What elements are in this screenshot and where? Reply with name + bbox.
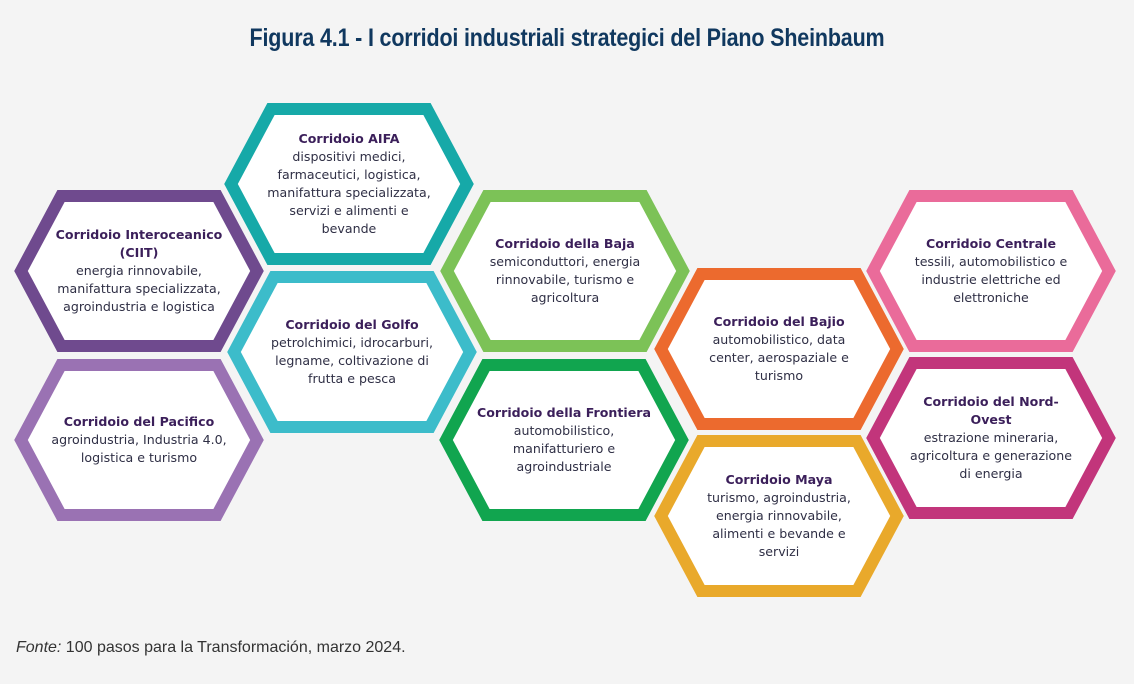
hex-shape [866,190,1116,352]
hex-title: Corridoio Maya [725,472,833,487]
hex-description: automobilistico, manifatturiero e agroin… [512,423,616,474]
hex-description: semiconduttori, energia rinnovabile, tur… [489,254,641,305]
hex-corridor-aifa: Corridoio AIFA dispositivi medici, farma… [224,103,474,265]
hex-corridor-nordovest: Corridoio del Nord-Ovest estrazione mine… [866,357,1116,519]
hex-description: tessili, automobilistico e industrie ele… [914,254,1068,305]
hex-corridor-pacifico: Corridoio del Pacifico agroindustria, In… [14,359,264,521]
hex-description: automobilistico, data center, aerospazia… [709,332,849,383]
hex-shape [227,271,477,433]
hex-title: Corridoio della Baja [495,236,635,251]
hex-title: Corridoio del Pacifico [63,414,215,429]
hex-shape [654,435,904,597]
hex-corridor-golfo: Corridoio del Golfo petrolchimici, idroc… [227,271,477,433]
hex-corridor-ciit: Corridoio Interoceanico (CIIT) energia r… [14,190,264,352]
hex-title: Corridoio del Bajio [713,314,845,329]
hex-title: Corridoio AIFA [298,131,400,146]
hex-corridor-baja: Corridoio della Baja semiconduttori, ene… [440,190,690,352]
hex-shape [654,268,904,430]
hex-shape [866,357,1116,519]
hex-title: Corridoio della Frontiera [477,405,651,420]
hex-title: Corridoio del Golfo [285,317,419,332]
hex-description: petrolchimici, idrocarburi, legname, col… [271,335,433,386]
hex-shape [14,190,264,352]
source-text: 100 pasos para la Transformación, marzo … [61,639,406,656]
hex-description: energia rinnovabile, manifattura special… [57,263,221,314]
hex-title: Corridoio Centrale [926,236,1056,251]
hex-description: dispositivi medici, farmaceutici, logist… [267,149,431,236]
source-note: Fonte: 100 pasos para la Transformación,… [16,639,406,657]
hex-title: Corridoio del Nord-Ovest [923,394,1059,427]
hex-corridor-maya: Corridoio Maya turismo, agroindustria, e… [654,435,904,597]
hex-description: estrazione mineraria, agricoltura e gene… [910,430,1072,481]
hex-shape [440,190,690,352]
hex-corridor-centrale: Corridoio Centrale tessili, automobilist… [866,190,1116,352]
hex-description: turismo, agroindustria, energia rinnovab… [707,490,851,559]
source-label: Fonte: [16,639,62,656]
hex-corridor-frontiera: Corridoio della Frontiera automobilistic… [439,359,689,521]
hex-shape [14,359,264,521]
hex-corridor-bajio: Corridoio del Bajio automobilistico, dat… [654,268,904,430]
hex-shape [439,359,689,521]
hex-title: Corridoio Interoceanico (CIIT) [55,227,223,260]
hex-description: agroindustria, Industria 4.0, logistica … [51,432,227,465]
hex-shape [224,103,474,265]
figure-title: Figura 4.1 - I corridoi industriali stra… [249,24,885,52]
